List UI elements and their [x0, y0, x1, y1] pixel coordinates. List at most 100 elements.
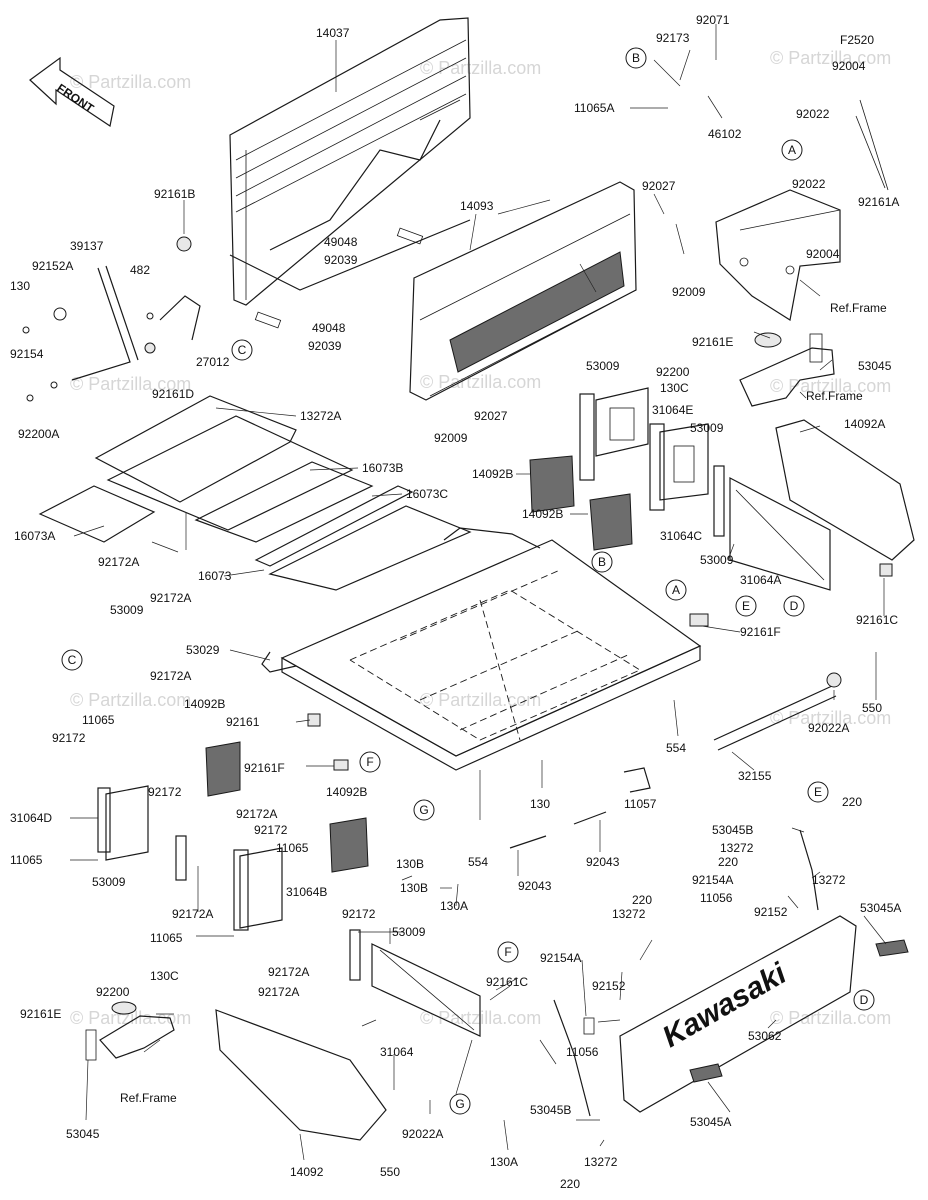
callout-e: E	[814, 785, 822, 799]
watermark: © Partzilla.com	[770, 1008, 891, 1028]
part-label: 92161F	[740, 625, 781, 639]
part-label: 13272	[584, 1155, 618, 1169]
part-label: 49048	[312, 321, 346, 335]
part-label: 92161F	[244, 761, 285, 775]
part-label: 49048	[324, 235, 358, 249]
part-label: 92027	[642, 179, 676, 193]
bed-cover-14093	[409, 181, 637, 401]
part-label: 92022A	[808, 721, 849, 735]
part-label: 16073	[198, 569, 232, 583]
watermark: © Partzilla.com	[70, 72, 191, 92]
callout-b: B	[598, 555, 606, 569]
part-label: 92039	[324, 253, 358, 267]
part-label: 92172A	[150, 669, 191, 683]
part-label: 46102	[708, 127, 742, 141]
part-label: 11065	[82, 713, 115, 727]
part-label: 92027	[474, 409, 508, 423]
part-label: 550	[380, 1165, 400, 1179]
part-label: 92172A	[98, 555, 139, 569]
hinge-pins	[509, 767, 651, 849]
ref-frame-label: Ref.Frame	[806, 389, 863, 403]
part-label: 130C	[660, 381, 689, 395]
part-label: 92173	[656, 31, 690, 45]
part-label: 53009	[700, 553, 734, 567]
part-label: 130A	[490, 1155, 518, 1169]
part-label: 92161E	[20, 1007, 61, 1021]
part-label: 53045A	[860, 901, 901, 915]
part-label: 16073C	[406, 487, 448, 501]
part-label: 31064C	[660, 529, 702, 543]
part-label: 220	[718, 855, 738, 869]
watermark: © Partzilla.com	[70, 374, 191, 394]
part-label: 11057	[624, 797, 657, 811]
part-label: 92152	[592, 979, 626, 993]
part-label: 16073B	[362, 461, 403, 475]
part-label: 92172	[148, 785, 182, 799]
callout-b: B	[632, 51, 640, 65]
part-label: 130	[530, 797, 550, 811]
part-label: 53009	[110, 603, 144, 617]
part-label: 92154	[10, 347, 44, 361]
part-label: 32155	[738, 769, 772, 783]
part-label: 92172A	[150, 591, 191, 605]
side-panels-left	[97, 741, 369, 981]
part-label: 92004	[806, 247, 840, 261]
part-label: 92172A	[258, 985, 299, 999]
part-label: 92152A	[32, 259, 73, 273]
watermark: © Partzilla.com	[420, 690, 541, 710]
part-label: 92039	[308, 339, 342, 353]
part-label: 11056	[566, 1045, 599, 1059]
callout-e: E	[742, 599, 750, 613]
part-label: 31064D	[10, 811, 52, 825]
part-label: 11065	[276, 841, 309, 855]
part-label: 11065	[150, 931, 183, 945]
part-label: 53045	[858, 359, 892, 373]
rear-rack-14037	[176, 17, 471, 329]
callout-c: C	[238, 343, 247, 357]
part-label: 92200	[656, 365, 690, 379]
part-label: 11056	[700, 891, 733, 905]
callout-a: A	[788, 143, 796, 157]
part-label: 92172	[342, 907, 376, 921]
part-label: 53045B	[712, 823, 753, 837]
part-label: 92154A	[692, 873, 733, 887]
left-frame-31064	[215, 943, 481, 1141]
latch-bracket-left	[85, 1001, 175, 1061]
callout-f: F	[504, 945, 511, 959]
part-label: 130A	[440, 899, 468, 913]
callout-a: A	[672, 583, 680, 597]
part-label: 554	[666, 741, 686, 755]
tube-32155	[713, 672, 842, 751]
part-label: 53009	[92, 875, 126, 889]
part-label: 31064A	[740, 573, 781, 587]
cargo-bed-53029	[261, 527, 709, 771]
part-label: 92172	[52, 731, 86, 745]
part-label: 14092B	[184, 697, 225, 711]
part-label: 92172	[254, 823, 288, 837]
part-label: 92009	[672, 285, 706, 299]
part-label: 31064E	[652, 403, 693, 417]
diagram-code: F2520	[840, 33, 874, 47]
part-label: 53062	[748, 1029, 782, 1043]
part-label: 482	[130, 263, 150, 277]
part-label: 14093	[460, 199, 494, 213]
callout-g: G	[419, 803, 428, 817]
callout-g: G	[455, 1097, 464, 1111]
part-label: 92043	[586, 855, 620, 869]
part-label: 14092B	[326, 785, 367, 799]
watermark: © Partzilla.com	[420, 58, 541, 78]
callout-c: C	[68, 653, 77, 667]
part-label: 130B	[400, 881, 428, 895]
part-label: 14092B	[522, 507, 563, 521]
part-label: 14092A	[844, 417, 885, 431]
part-label: 92172A	[172, 907, 213, 921]
watermark: © Partzilla.com	[770, 48, 891, 68]
part-label: 14092B	[472, 467, 513, 481]
part-label: 220	[842, 795, 862, 809]
callout-f: F	[366, 755, 373, 769]
watermark: © Partzilla.com	[770, 708, 891, 728]
part-label: 92161	[226, 715, 260, 729]
latch-bracket-right	[739, 332, 835, 407]
part-label: 13272A	[300, 409, 341, 423]
